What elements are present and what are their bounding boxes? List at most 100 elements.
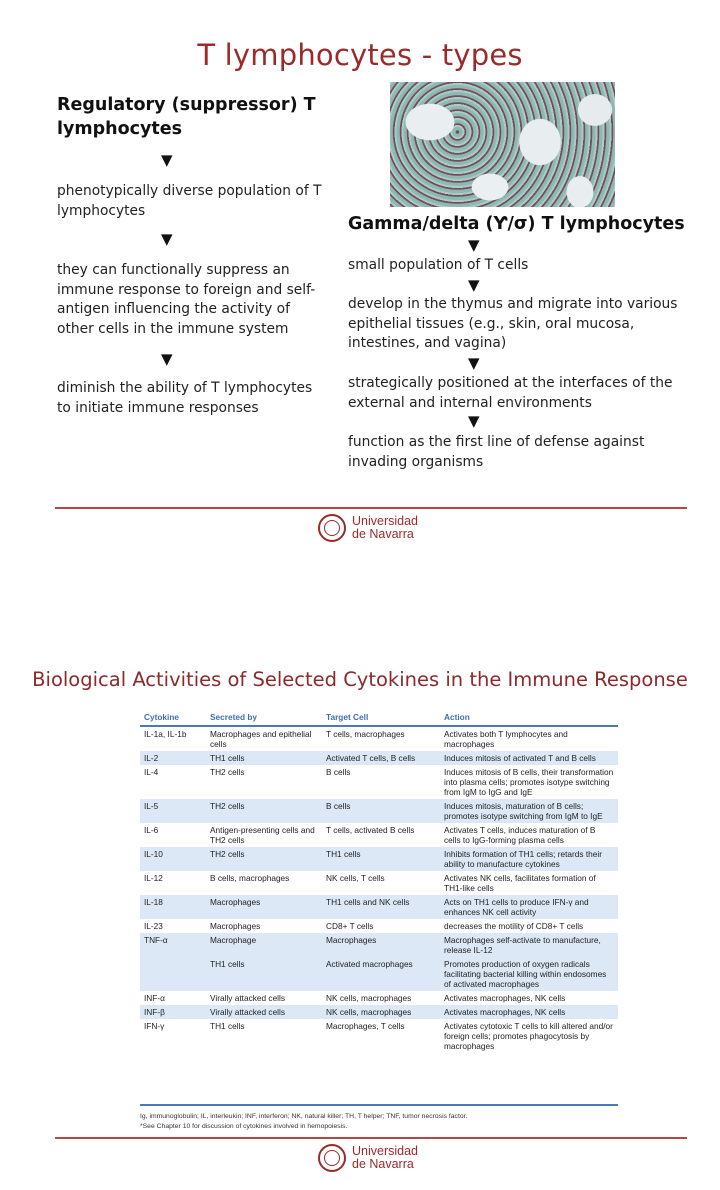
regulatory-heading-line2: lymphocytes bbox=[57, 119, 183, 139]
table-cell: IL-1a, IL-1b bbox=[144, 729, 187, 739]
text-line: other cells in the immune system bbox=[57, 320, 289, 337]
table-cell: B cells bbox=[326, 767, 351, 777]
logo-line2: de Navarra bbox=[352, 527, 414, 541]
regulatory-item-2: they can functionally suppress an immune… bbox=[57, 261, 315, 339]
logo-line2: de Navarra bbox=[352, 1157, 414, 1171]
table-cell: Macrophage bbox=[206, 933, 322, 957]
column-header: Secreted by bbox=[206, 710, 322, 727]
text-line: function as the first line of defense ag… bbox=[348, 434, 645, 450]
table-cell: Inhibits formation of TH1 cells; retards… bbox=[440, 847, 618, 871]
table-cell: TNF-α bbox=[140, 933, 206, 957]
text-line: intestines, and vagina) bbox=[348, 335, 507, 351]
column-header: Action bbox=[440, 710, 618, 727]
text-line: epithelial tissues (e.g., skin, oral muc… bbox=[348, 315, 635, 332]
down-arrow-icon: ▼ bbox=[161, 350, 173, 368]
cytokine-table: Cytokine Secreted by Target Cell Action … bbox=[140, 710, 618, 1053]
table-cell: Activates macrophages, NK cells bbox=[440, 1005, 618, 1019]
down-arrow-icon: ▼ bbox=[161, 230, 173, 248]
logo-line1: Universidad bbox=[352, 514, 419, 528]
logo-line1: Universidad bbox=[352, 1144, 419, 1158]
table-cell: IFN-γ bbox=[144, 1021, 165, 1031]
divider bbox=[55, 507, 687, 509]
table-row: IL-4 TH2 cells B cells Induces mitosis of B… bbox=[140, 765, 618, 799]
table-cell: Macrophages bbox=[322, 933, 440, 957]
gamma-delta-heading: Gamma/delta (Ƴ/σ) T lymphocytes bbox=[348, 214, 685, 234]
table-cell: TH2 cells bbox=[206, 847, 322, 871]
table-cell: IL-18 bbox=[140, 895, 206, 919]
down-arrow-icon: ▼ bbox=[468, 276, 480, 294]
down-arrow-icon: ▼ bbox=[468, 236, 480, 254]
table-cell: INF-β bbox=[140, 1005, 206, 1019]
table-footnote: Ig, immunoglobulin; IL, interleukin; INF… bbox=[140, 1113, 468, 1120]
down-arrow-icon: ▼ bbox=[161, 151, 173, 169]
table-cell: B cells bbox=[322, 799, 440, 823]
table-cell: Virally attacked cells bbox=[210, 993, 286, 1003]
down-arrow-icon: ▼ bbox=[468, 354, 480, 372]
table-cell: IL-2 bbox=[140, 751, 206, 765]
text-line: they can functionally suppress an bbox=[57, 262, 290, 278]
table-cell: Activated macrophages bbox=[322, 957, 440, 991]
table-cell: TH1 cells bbox=[206, 751, 322, 765]
regulatory-heading: Regulatory (suppressor) T lymphocytes bbox=[57, 93, 316, 141]
table-bottom-rule bbox=[140, 1104, 618, 1106]
table-cell: Induces mitosis of B cells, their transf… bbox=[444, 767, 614, 797]
university-logo: Universidad de Navarra bbox=[318, 1144, 418, 1172]
table-cell: B cells, macrophages bbox=[210, 873, 290, 883]
table-cell: TH1 cells bbox=[210, 1021, 245, 1031]
university-seal-icon bbox=[318, 1144, 346, 1172]
table-cell: Macrophages bbox=[206, 895, 322, 919]
text-line: immune response to foreign and self- bbox=[57, 281, 316, 298]
table-cell: Macrophages self-activate to manufacture… bbox=[440, 933, 618, 957]
logo-text: Universidad de Navarra bbox=[352, 1145, 418, 1171]
table-cell: Activated T cells, B cells bbox=[322, 751, 440, 765]
table-cell: Promotes production of oxygen radicals f… bbox=[440, 957, 618, 991]
table-cell: TH2 cells bbox=[210, 767, 245, 777]
logo-text: Universidad de Navarra bbox=[352, 515, 418, 541]
table-cell: Activates macrophages, NK cells bbox=[444, 993, 566, 1003]
university-logo: Universidad de Navarra bbox=[318, 514, 418, 542]
slide-title: T lymphocytes - types bbox=[197, 38, 523, 72]
gamma-item-2: develop in the thymus and migrate into v… bbox=[348, 295, 677, 354]
table-cell: TH1 cells bbox=[322, 847, 440, 871]
column-header: Target Cell bbox=[322, 710, 440, 727]
text-line: phenotypically diverse population of T bbox=[57, 183, 322, 199]
table-cell: IL-4 bbox=[144, 767, 159, 777]
table-cell bbox=[140, 957, 206, 991]
table-cell: TH1 cells and NK cells bbox=[322, 895, 440, 919]
table-footnote: *See Chapter 10 for discussion of cytoki… bbox=[140, 1123, 348, 1130]
cytokines-title: Biological Activities of Selected Cytoki… bbox=[32, 668, 688, 691]
text-line: antigen influencing the activity of bbox=[57, 301, 290, 317]
text-line: diminish the ability of T lymphocytes bbox=[57, 380, 313, 396]
text-line: invading organisms bbox=[348, 453, 484, 470]
micrograph-image bbox=[390, 82, 615, 207]
table-cell: Macrophages bbox=[210, 921, 261, 931]
table-cell: IL-6 bbox=[144, 825, 159, 835]
text-line: small population of T cells bbox=[348, 257, 529, 273]
gamma-item-4: function as the first line of defense ag… bbox=[348, 433, 644, 472]
table-cell: NK cells, T cells bbox=[326, 873, 385, 883]
table-cell: NK cells, macrophages bbox=[326, 993, 412, 1003]
regulatory-heading-line1: Regulatory (suppressor) T bbox=[57, 95, 316, 115]
table-cell: Activates T cells, induces maturation of… bbox=[444, 825, 596, 845]
university-seal-icon bbox=[318, 514, 346, 542]
table-cell: Activates cytotoxic T cells to kill alte… bbox=[444, 1021, 613, 1051]
text-line: lymphocytes bbox=[57, 202, 146, 219]
text-line: external and internal environments bbox=[348, 394, 592, 411]
text-line: develop in the thymus and migrate into v… bbox=[348, 296, 678, 312]
table-header-row: Cytokine Secreted by Target Cell Action bbox=[140, 710, 618, 727]
table-cell: IL-10 bbox=[140, 847, 206, 871]
table-cell: IL-23 bbox=[144, 921, 163, 931]
table-cell: Acts on TH1 cells to produce IFN-γ and e… bbox=[440, 895, 618, 919]
text-line: to initiate immune responses bbox=[57, 399, 259, 416]
column-header: Cytokine bbox=[140, 710, 206, 727]
